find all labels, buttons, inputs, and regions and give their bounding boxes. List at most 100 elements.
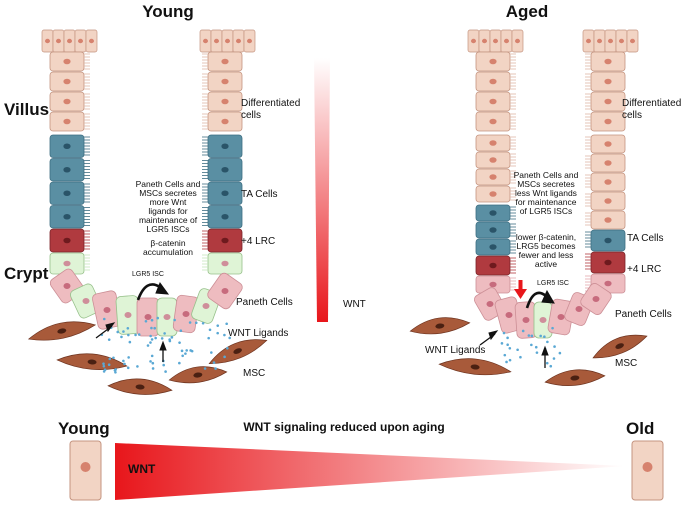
- wnt-ligand-dot: [170, 336, 174, 339]
- paneth-cell-nucleus: [144, 314, 152, 320]
- villus-tip-cell: [593, 29, 606, 53]
- differentiated-cell: [475, 151, 516, 169]
- msc-cell: [409, 317, 471, 335]
- villus-tip-cell-nucleus: [67, 38, 72, 44]
- differentiated-cell: [202, 111, 243, 132]
- ta-cell-nucleus: [221, 213, 229, 220]
- ta-cell-nucleus: [221, 190, 229, 197]
- differentiated-cell: [585, 91, 626, 112]
- villus-tip-cell-nucleus: [247, 38, 252, 44]
- paneth-cell: [207, 272, 243, 310]
- ta-cell: [49, 158, 90, 182]
- isc-cell-nucleus: [539, 317, 547, 323]
- wnt-ligand-dot: [216, 324, 220, 327]
- aged-wnt-ligand-dots: [500, 326, 562, 368]
- wnt-ligand-dot: [545, 361, 549, 365]
- young-title: Young: [142, 2, 194, 21]
- ta-cell: [202, 134, 243, 158]
- differentiated-cell: [585, 191, 626, 211]
- bottom-old-label: Old: [626, 419, 654, 438]
- wnt-ligand-dot: [150, 318, 154, 322]
- arrowhead: [541, 345, 549, 356]
- differentiated-cell-nucleus: [489, 78, 497, 85]
- wnt-ligand-dot: [154, 336, 157, 340]
- msc-cell-nucleus: [233, 348, 242, 354]
- isc-curved-arrow: [136, 283, 161, 301]
- paneth-cell-nucleus: [592, 296, 600, 302]
- isc-cell: [115, 295, 141, 335]
- wnt-ligand-dot: [208, 328, 212, 332]
- wnt-ligand-dot: [102, 362, 105, 366]
- aged-crypt: [467, 29, 639, 339]
- villus-tip-cell: [243, 29, 256, 53]
- differentiated-cell: [585, 153, 626, 173]
- ta-cell: [202, 205, 243, 229]
- isc-curved-arrow: [525, 291, 547, 309]
- villus-tip-cell-nucleus: [89, 38, 94, 44]
- wnt-ligand-dot: [168, 339, 172, 343]
- villus-tip-cell: [478, 29, 491, 53]
- wnt-ligand-dot: [546, 340, 549, 344]
- young-wnt-ligand-dots: [100, 316, 231, 374]
- wnt-ligand-dot: [530, 343, 533, 347]
- isc-cell: [156, 297, 178, 337]
- differentiated-cell-nucleus: [604, 98, 612, 105]
- wnt-ligand-dot: [150, 338, 154, 341]
- wnt-ligand-dot: [552, 357, 556, 360]
- wnt-ligand-dot: [128, 340, 132, 344]
- msc-cell: [56, 353, 128, 370]
- old-cell-nucleus: [642, 462, 653, 472]
- wnt-ligand-dot: [188, 321, 192, 324]
- lrc-cell: [475, 255, 516, 276]
- wnt-ligand-dot: [228, 336, 231, 340]
- aged-arrows: [479, 289, 555, 368]
- note-line: MSCs secretes: [517, 179, 575, 189]
- isc-cell-nucleus: [202, 303, 210, 309]
- differentiated-cell-nucleus: [63, 98, 71, 105]
- villus-tip-cell-nucleus: [586, 38, 591, 44]
- young-msc-cells: [27, 321, 268, 395]
- aged-catenin-note: lower β-catenin, LRG5 becomes fewer and …: [516, 232, 576, 269]
- note-line: Paneth Cells and: [136, 179, 201, 189]
- wnt-ligand-dot: [180, 349, 184, 353]
- differentiated-cell: [585, 111, 626, 132]
- msc-cell: [168, 366, 228, 384]
- differentiated-cell: [475, 134, 516, 152]
- differentiated-cell: [202, 71, 243, 92]
- wnt-ligand-dot: [127, 356, 130, 359]
- wnt-ligand-dot: [164, 370, 167, 373]
- wnt-ligand-dot: [151, 367, 155, 370]
- isc-cell: [202, 252, 243, 275]
- wnt-gradient-label: WNT: [343, 299, 366, 310]
- differentiated-cell-nucleus: [221, 118, 229, 125]
- villus-tip-cell-nucleus: [493, 38, 498, 44]
- wnt-ligand-dot: [223, 355, 226, 359]
- wnt-ligand-dot: [102, 317, 106, 321]
- note-line: maintenance of: [139, 215, 198, 225]
- aged-differentiated-label: Differentiated: [622, 98, 681, 109]
- differentiated-cell-nucleus: [489, 140, 497, 146]
- villus-tip-cell: [41, 29, 54, 53]
- wnt-ligand-dot: [503, 353, 507, 357]
- ta-cell-nucleus: [489, 244, 497, 250]
- wnt-ligand-dot: [126, 326, 130, 330]
- wnt-ligand-dot: [113, 368, 117, 372]
- note-line: LGR5 ISCs: [147, 224, 190, 234]
- arrowhead: [159, 340, 167, 351]
- differentiated-cell: [585, 134, 626, 154]
- young-arrows: [95, 281, 170, 362]
- paneth-cell-nucleus: [505, 312, 513, 318]
- paneth-cell: [580, 283, 612, 315]
- wnt-ligand-dot: [212, 361, 216, 364]
- differentiated-cell-nucleus: [604, 141, 612, 147]
- villus-tip-cell-nucleus: [597, 38, 602, 44]
- paneth-cell-nucleus: [575, 306, 583, 312]
- note-line: less Wnt ligands: [515, 188, 577, 198]
- ta-cell-nucleus: [63, 213, 71, 220]
- note-line: LRG5 becomes: [516, 241, 575, 251]
- ta-cell-nucleus: [221, 166, 229, 173]
- wnt-ligand-dot: [144, 319, 148, 323]
- lrc-cell-nucleus: [489, 262, 497, 269]
- young-differentiated-label: Differentiated: [241, 98, 300, 109]
- wnt-ligand-dot: [201, 321, 205, 325]
